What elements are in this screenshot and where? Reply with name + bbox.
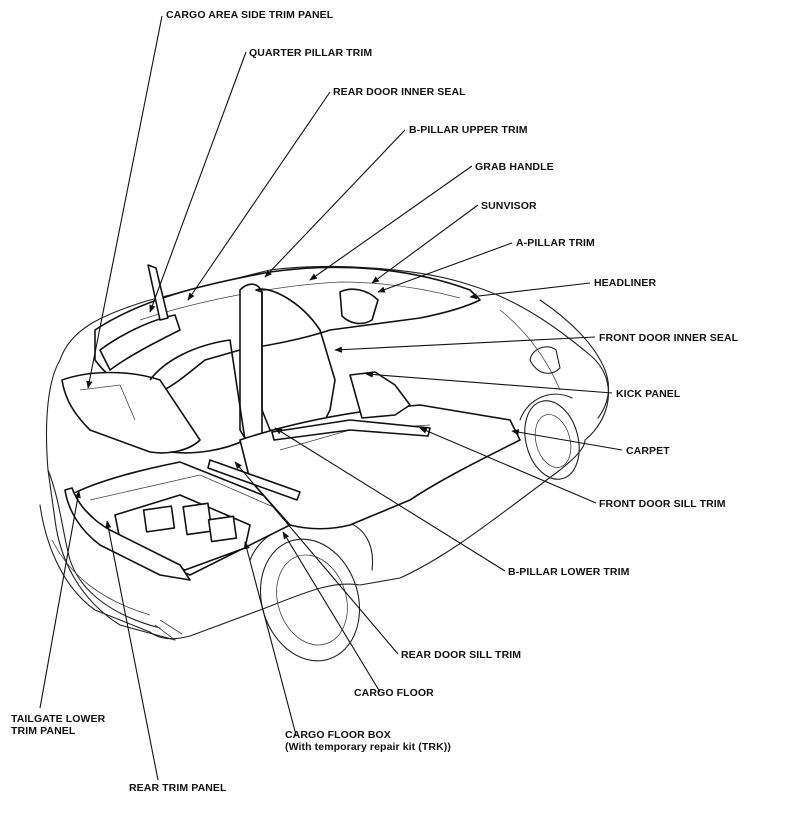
rear-trim-panel-part (64, 487, 191, 581)
label-a-pillar-trim: A-PILLAR TRIM (516, 237, 595, 249)
quarter-pillar-trim-part (99, 264, 181, 371)
b-pillar-trim-part (239, 283, 336, 441)
leader-lines (39, 15, 623, 781)
label-rear-door-sill-trim: REAR DOOR SILL TRIM (401, 649, 521, 661)
label-front-door-inner-seal: FRONT DOOR INNER SEAL (599, 332, 739, 344)
rear-door-inner-seal-part (149, 339, 246, 454)
sill-trim-part (207, 419, 431, 501)
cargo-area-side-trim-panel-part (61, 371, 201, 454)
label-tailgate-lower-trim-panel-line2: TRIM PANEL (11, 725, 76, 737)
label-b-pillar-upper-trim: B-PILLAR UPPER TRIM (409, 124, 528, 136)
sunvisor-part (339, 288, 379, 325)
label-kick-panel: KICK PANEL (616, 388, 681, 400)
label-front-door-sill-trim: FRONT DOOR SILL TRIM (599, 498, 726, 510)
car-body-outline (39, 265, 610, 662)
label-cargo-area-side-trim-panel: CARGO AREA SIDE TRIM PANEL (166, 9, 334, 21)
kick-panel-part (349, 371, 411, 419)
label-cargo-floor-box: CARGO FLOOR BOX (285, 729, 391, 741)
label-sunvisor: SUNVISOR (481, 200, 537, 212)
label-quarter-pillar-trim: QUARTER PILLAR TRIM (249, 47, 372, 59)
label-headliner: HEADLINER (594, 277, 656, 289)
label-tailgate-lower-trim-panel-line1: TAILGATE LOWER (11, 713, 106, 725)
label-rear-trim-panel: REAR TRIM PANEL (129, 782, 227, 794)
label-b-pillar-lower-trim: B-PILLAR LOWER TRIM (508, 566, 630, 578)
label-carpet: CARPET (626, 445, 670, 457)
label-cargo-floor-box-note: (With temporary repair kit (TRK)) (285, 741, 451, 753)
label-grab-handle: GRAB HANDLE (475, 161, 554, 173)
label-cargo-floor: CARGO FLOOR (354, 687, 434, 699)
label-rear-door-inner-seal: REAR DOOR INNER SEAL (333, 86, 466, 98)
labels: CARGO AREA SIDE TRIM PANEL QUARTER PILLA… (11, 9, 739, 794)
